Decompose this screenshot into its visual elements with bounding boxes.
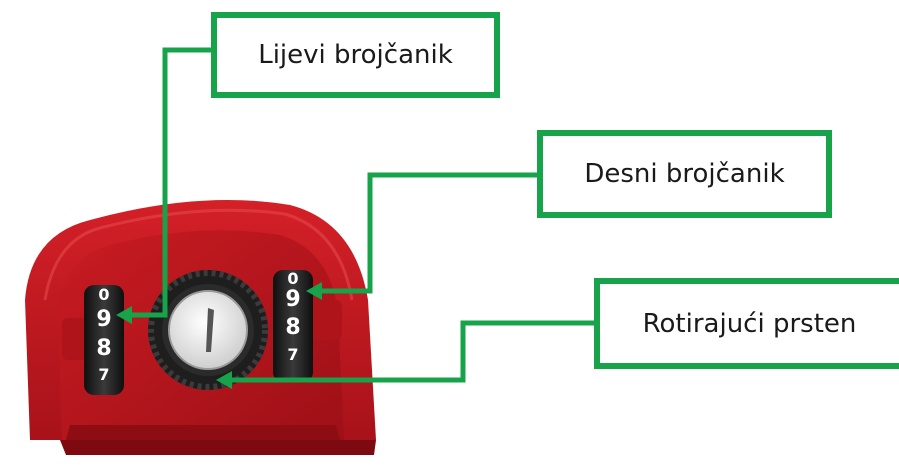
left-dial-drum [84,285,124,395]
label-left-dial: Lijevi brojčanik [258,40,453,70]
lock-base [60,440,376,455]
leader-right-dial [318,172,537,294]
right-dial-digit: 8 [285,315,300,340]
rotating-ring[interactable] [148,270,268,390]
left-dial[interactable]: 0 9 8 7 [84,285,124,395]
callout-arrowheads [116,282,322,389]
callout-right-dial: Desni brojčanik [537,130,832,218]
callout-leaders [128,47,594,383]
lock-rim [43,208,354,301]
right-dial-digit: 0 [287,269,298,288]
lock-lip [66,425,340,440]
arrowhead-rotating-ring [216,371,232,389]
callout-left-dial: Lijevi brojčanik [211,12,500,98]
right-cylinder [312,300,342,340]
left-dial-digit: 0 [98,285,109,304]
left-dial-digit: 7 [98,365,109,384]
right-dial-digit: 7 [287,345,298,364]
arrowhead-right-dial [306,282,322,300]
knob-pointer-icon [206,308,214,352]
left-dial-digit: 9 [96,307,111,332]
left-dial-digit: 8 [96,336,111,361]
label-rotating-ring: Rotirajući prsten [642,308,857,339]
right-dial[interactable]: 0 9 8 7 [273,269,313,382]
arrowhead-left-dial [116,306,132,324]
leader-left-dial [128,47,211,318]
right-dial-digit: 9 [285,287,300,312]
ring-teeth [148,270,268,390]
leader-rotating-ring [228,320,594,383]
right-dial-drum [273,270,313,382]
callout-rotating-ring: Rotirajući prsten [594,278,899,369]
label-right-dial: Desni brojčanik [584,159,785,189]
